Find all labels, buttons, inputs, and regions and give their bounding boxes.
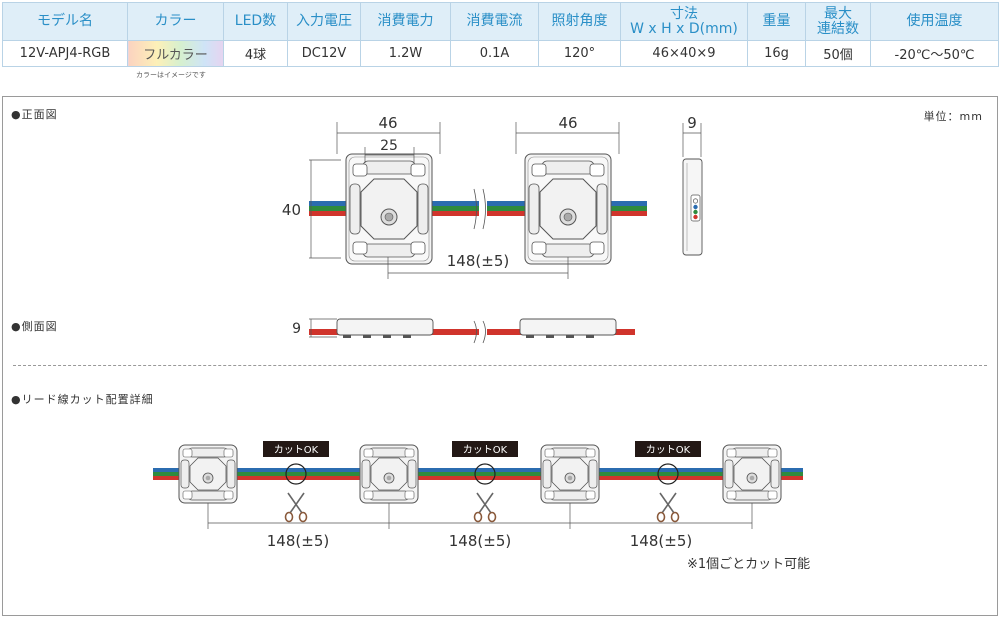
value-model: 12V-APJ4-RGB bbox=[2, 40, 128, 67]
technical-drawing: 46 25 46 40 148(±5) 9 bbox=[153, 114, 810, 572]
side-module-1 bbox=[336, 318, 434, 338]
cut-point-3 bbox=[657, 463, 679, 485]
header-current: 消費電流 bbox=[450, 2, 539, 41]
value-connect: 50個 bbox=[805, 40, 871, 67]
header-size-line2: W x H x D(mm) bbox=[630, 20, 738, 37]
cut-module-3 bbox=[540, 444, 600, 504]
front-view: 46 25 46 40 148(±5) 9 bbox=[282, 114, 703, 279]
side-view: 9 bbox=[292, 318, 635, 344]
value-power: 1.2W bbox=[360, 40, 451, 67]
drawing-panel: ●正面図 単位：mm ●側面図 ●リード線カット配置詳細 bbox=[2, 96, 998, 616]
cut-ok-text-2: カットOK bbox=[463, 444, 508, 456]
header-model: モデル名 bbox=[2, 2, 128, 41]
header-connect: 最大 連結数 bbox=[805, 2, 871, 41]
value-led: 4球 bbox=[223, 40, 288, 67]
header-voltage: 入力電圧 bbox=[287, 2, 361, 41]
spec-value-row: 12V-APJ4-RGB フルカラー 4球 DC12V 1.2W 0.1A 12… bbox=[2, 40, 999, 67]
cut-ok-text-1: カットOK bbox=[274, 444, 319, 456]
dim-pitch-front: 148(±5) bbox=[447, 252, 509, 270]
dim-side-depth: 9 bbox=[292, 321, 301, 337]
value-current: 0.1A bbox=[450, 40, 539, 67]
cut-ok-badge-3: カットOK bbox=[635, 441, 701, 457]
header-led: LED数 bbox=[223, 2, 288, 41]
value-temp: -20℃〜50℃ bbox=[870, 40, 999, 67]
spec-table: モデル名 カラー LED数 入力電圧 消費電力 消費電流 照射角度 寸法 W x… bbox=[2, 2, 999, 67]
cut-module-4 bbox=[722, 444, 782, 504]
header-color: カラー bbox=[127, 2, 224, 41]
scissors-icon bbox=[656, 492, 680, 523]
header-connect-line1: 最大 bbox=[824, 5, 852, 22]
value-angle: 120° bbox=[538, 40, 621, 67]
dim-pitch-3: 148(±5) bbox=[630, 532, 692, 550]
scissors-icon bbox=[284, 492, 308, 523]
value-size: 46×40×9 bbox=[620, 40, 748, 67]
dim-pitch-1: 148(±5) bbox=[267, 532, 329, 550]
cut-point-2 bbox=[474, 463, 496, 485]
led-module-1 bbox=[345, 153, 433, 265]
cut-detail: カットOK カットOK カットOK bbox=[153, 441, 810, 572]
color-note: カラーはイメージです bbox=[136, 71, 206, 79]
cut-ok-text-3: カットOK bbox=[646, 444, 691, 456]
dim-width-2: 46 bbox=[558, 114, 577, 132]
cut-module-1 bbox=[178, 444, 238, 504]
value-color: フルカラー bbox=[127, 40, 224, 67]
header-temp: 使用温度 bbox=[870, 2, 999, 41]
cut-module-2 bbox=[359, 444, 419, 504]
dim-width-1: 46 bbox=[378, 114, 397, 132]
dim-depth: 9 bbox=[687, 114, 697, 132]
dim-inner: 25 bbox=[380, 138, 398, 154]
front-view-label: ●正面図 bbox=[11, 108, 58, 121]
cut-wire bbox=[153, 468, 803, 480]
side-view-label: ●側面図 bbox=[11, 320, 58, 333]
header-connect-line2: 連結数 bbox=[817, 20, 859, 37]
header-weight: 重量 bbox=[747, 2, 806, 41]
side-module-2 bbox=[519, 318, 617, 338]
value-voltage: DC12V bbox=[287, 40, 361, 67]
led-module-2 bbox=[524, 153, 612, 265]
cut-ok-badge-1: カットOK bbox=[263, 441, 329, 457]
header-power: 消費電力 bbox=[360, 2, 451, 41]
scissors-icon bbox=[473, 492, 497, 523]
cut-ok-badge-2: カットOK bbox=[452, 441, 518, 457]
cut-point-1 bbox=[285, 463, 307, 485]
connector-side-view bbox=[682, 158, 703, 256]
dim-pitch-2: 148(±5) bbox=[449, 532, 511, 550]
header-size-line1: 寸法 bbox=[670, 5, 698, 22]
dim-height: 40 bbox=[282, 201, 301, 219]
header-angle: 照射角度 bbox=[538, 2, 621, 41]
cut-detail-label: ●リード線カット配置詳細 bbox=[11, 393, 154, 406]
section-divider bbox=[13, 365, 987, 366]
spec-header-row: モデル名 カラー LED数 入力電圧 消費電力 消費電流 照射角度 寸法 W x… bbox=[2, 2, 999, 41]
unit-label: 単位：mm bbox=[923, 110, 983, 123]
value-weight: 16g bbox=[747, 40, 806, 67]
header-size: 寸法 W x H x D(mm) bbox=[620, 2, 748, 41]
cut-note: ※1個ごとカット可能 bbox=[687, 556, 810, 572]
